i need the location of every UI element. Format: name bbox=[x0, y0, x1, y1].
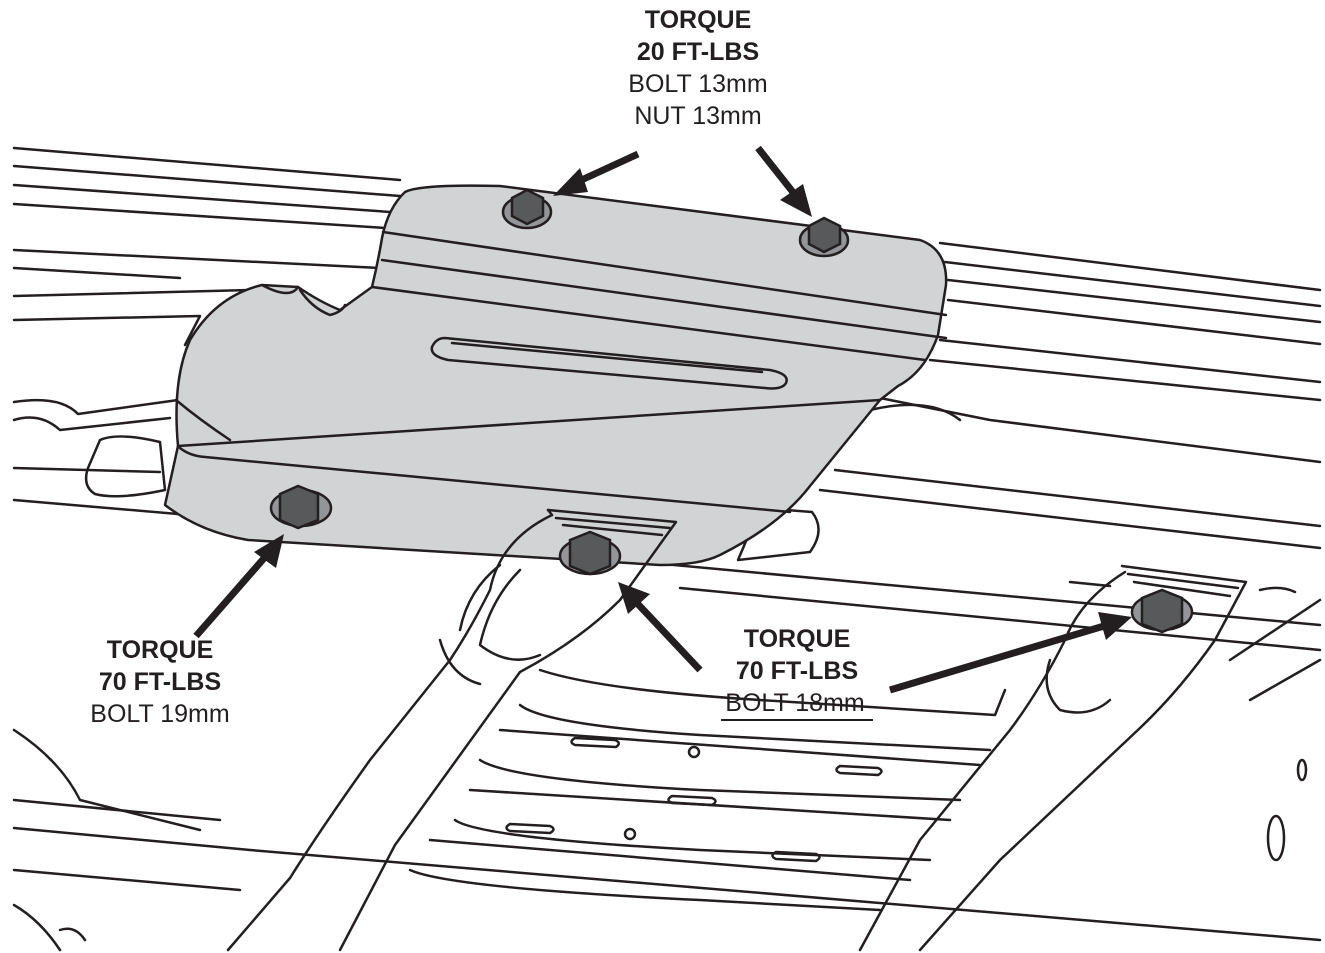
strut-left bbox=[226, 508, 678, 952]
skid-plate bbox=[163, 184, 948, 567]
callout-heading: TORQUE bbox=[644, 6, 752, 34]
arrow-icon bbox=[193, 534, 284, 639]
hex-bolt-icon bbox=[1130, 588, 1194, 634]
callout-heading: TORQUE bbox=[743, 625, 851, 653]
hex-bolt-icon bbox=[269, 484, 333, 530]
hex-nut-icon bbox=[501, 188, 553, 230]
callout-torque-value: 70 FT-LBS bbox=[98, 668, 222, 696]
callout-bolt-size: BOLT 19mm bbox=[90, 700, 230, 728]
lower-crossbars bbox=[408, 668, 1007, 912]
hex-nut-icon bbox=[798, 216, 850, 258]
arrow-icon bbox=[553, 150, 640, 196]
callout-heading: TORQUE bbox=[106, 636, 214, 664]
callout-bolt-size: BOLT 13mm bbox=[628, 70, 768, 98]
torque-callout-left: TORQUE 70 FT-LBS BOLT 19mm bbox=[20, 634, 300, 730]
callout-torque-value: 20 FT-LBS bbox=[636, 38, 760, 66]
strut-right bbox=[858, 564, 1248, 952]
hex-bolt-icon bbox=[558, 530, 622, 576]
arrow-icon bbox=[888, 612, 1132, 694]
callout-nut-size: NUT 13mm bbox=[634, 102, 762, 130]
torque-callout-right: TORQUE 70 FT-LBS BOLT 18mm bbox=[672, 623, 922, 721]
frame-rail-upper bbox=[12, 146, 1322, 402]
callout-torque-value: 70 FT-LBS bbox=[735, 657, 859, 685]
arrow-icon bbox=[618, 582, 703, 673]
torque-callout-top: TORQUE 20 FT-LBS BOLT 13mm NUT 13mm bbox=[548, 4, 848, 132]
frame-rail-lower bbox=[12, 580, 1322, 952]
arrow-icon bbox=[755, 145, 812, 217]
callout-bolt-size: BOLT 18mm bbox=[721, 687, 873, 721]
